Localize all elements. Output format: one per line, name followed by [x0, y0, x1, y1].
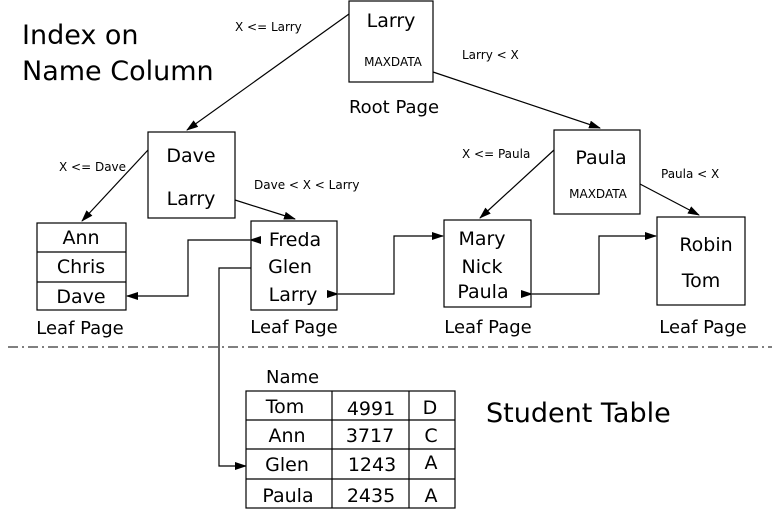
dave-node-entry-dave: Dave: [166, 145, 215, 167]
leaf-1-caption: Leaf Page: [36, 318, 123, 339]
table-row-4-id: 2435: [347, 485, 395, 507]
leaf-4-entry-robin: Robin: [679, 234, 732, 256]
paula-node-entry-maxdata: MAXDATA: [569, 187, 627, 201]
label-paula-right: Paula < X: [661, 167, 719, 181]
edge-dave-to-leaf-2: [234, 199, 296, 220]
label-dave-left: X <= Dave: [59, 160, 126, 174]
leaf-2-entry-larry: Larry: [269, 284, 318, 306]
index-title-line-1: Index on: [22, 20, 139, 51]
edge-paula-to-leaf-3: [479, 149, 555, 219]
dave-node-entry-larry: Larry: [167, 188, 216, 210]
leaf-1-entry-chris: Chris: [57, 256, 105, 278]
label-dave-right: Dave < X < Larry: [254, 178, 359, 192]
leaf-page-1: [36, 222, 127, 311]
leaf-1-entry-dave: Dave: [56, 286, 105, 308]
leaf-page-4: [656, 216, 746, 306]
leaf-4-entry-tom: Tom: [681, 270, 721, 292]
table-row-3-id: 1243: [348, 454, 396, 476]
root-entry-maxdata: MAXDATA: [364, 55, 422, 69]
leaf-1-entry-ann: Ann: [62, 227, 99, 249]
root-page-caption: Root Page: [349, 97, 439, 118]
table-row-2-grade: C: [424, 425, 437, 447]
edge-root-to-dave: [186, 13, 350, 131]
leaf-3-entry-paula: Paula: [457, 281, 508, 303]
sibling-link-leaf-3-4: [521, 232, 657, 298]
table-row-4-grade: A: [425, 485, 438, 507]
edge-paula-to-leaf-4: [639, 183, 700, 216]
label-root-right: Larry < X: [462, 48, 519, 62]
label-root-left: X <= Larry: [235, 20, 302, 34]
leaf-3-entry-nick: Nick: [462, 256, 503, 278]
root-node: [348, 0, 434, 83]
paula-node-entry-paula: Paula: [575, 147, 626, 169]
leaf-3-entry-mary: Mary: [458, 228, 505, 250]
student-table-title: Student Table: [486, 398, 671, 429]
root-entry-larry: Larry: [367, 10, 416, 32]
table-row-3-grade: A: [425, 452, 438, 474]
table-row-2-id: 3717: [346, 425, 394, 447]
label-paula-left: X <= Paula: [462, 147, 530, 161]
table-row-1-id: 4991: [347, 398, 395, 420]
dave-node: [147, 131, 236, 219]
leaf-2-entry-glen: Glen: [268, 256, 312, 278]
leaf-2-entry-freda: Freda: [269, 229, 321, 251]
row-pointer-glen: [218, 267, 251, 470]
leaf-3-caption: Leaf Page: [444, 317, 531, 338]
table-row-1-grade: D: [423, 397, 438, 419]
edge-root-to-paula: [432, 71, 601, 129]
table-name-header: Name: [266, 367, 319, 388]
table-row-4-name: Paula: [262, 485, 313, 507]
sibling-link-leaf-1-2: [126, 236, 261, 300]
sibling-link-leaf-2-3: [327, 232, 444, 298]
index-title-line-2: Name Column: [22, 56, 214, 87]
leaf-4-caption: Leaf Page: [659, 317, 746, 338]
paula-node: [553, 129, 641, 215]
leaf-2-caption: Leaf Page: [250, 317, 337, 338]
table-row-1-name: Tom: [265, 396, 305, 418]
table-row-3-name: Glen: [265, 454, 309, 476]
table-row-2-name: Ann: [268, 425, 305, 447]
edge-dave-to-leaf-1: [81, 149, 149, 222]
